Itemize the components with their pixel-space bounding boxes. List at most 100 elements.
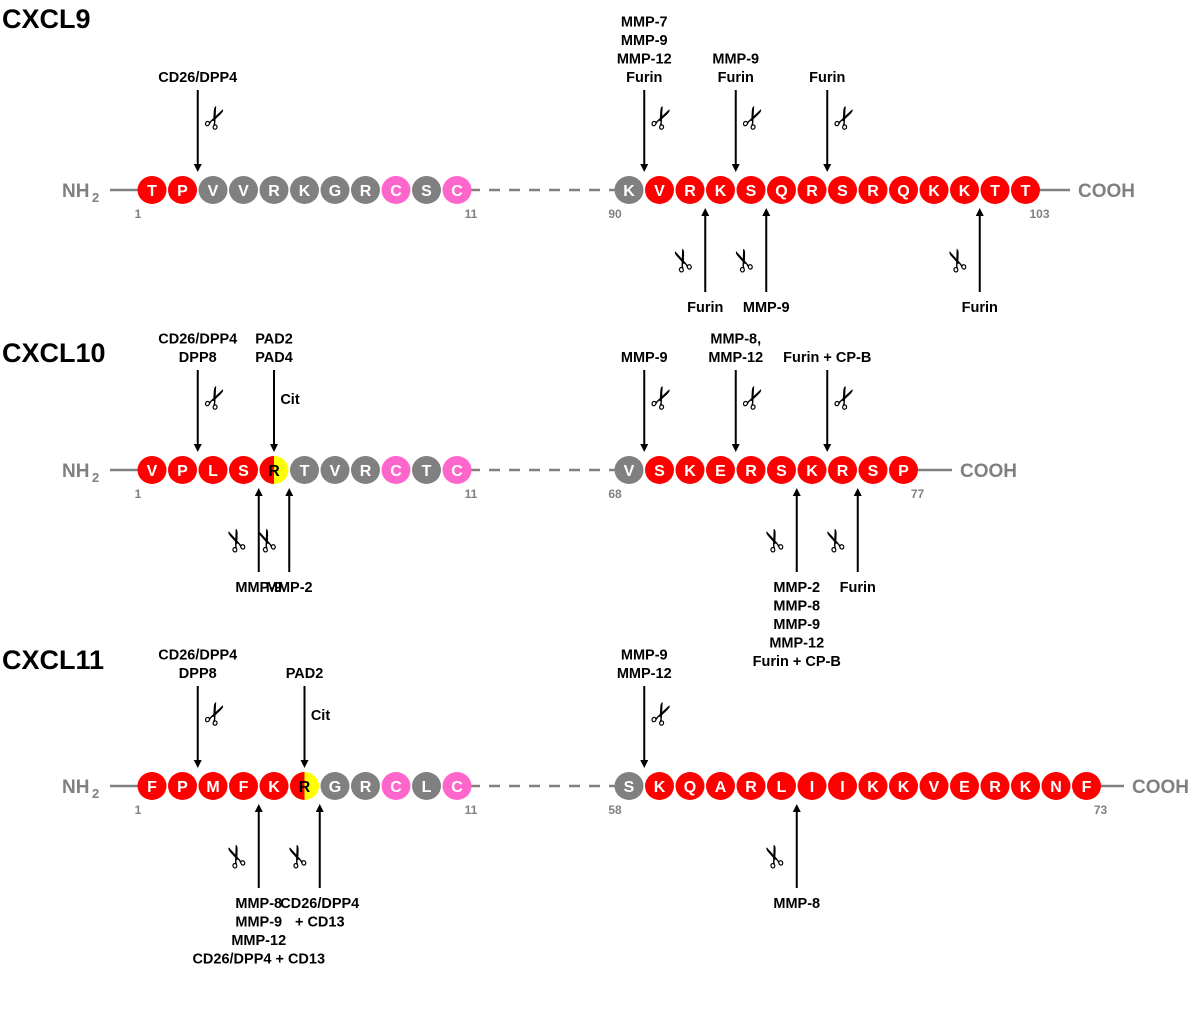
residue: P — [168, 176, 197, 204]
residue-number-end: 11 — [465, 207, 478, 221]
enzyme-label: CD26/DPP4 — [158, 332, 237, 348]
residue-letter: K — [623, 183, 635, 200]
residue: R — [351, 176, 380, 204]
residue: F — [229, 772, 258, 800]
residue-letter: R — [745, 779, 757, 796]
residue-number-end: 77 — [911, 487, 925, 501]
enzyme-label: MMP-12 — [769, 636, 824, 652]
arrow-head — [315, 804, 324, 812]
residue-letter: R — [745, 463, 757, 480]
residue: R — [675, 176, 705, 204]
residue: S — [614, 772, 644, 800]
enzyme-label: MMP-2 — [266, 580, 313, 596]
enzyme-label: MMP-9 — [621, 33, 668, 49]
enzyme-label: DPP8 — [179, 666, 217, 682]
residue: L — [412, 772, 441, 800]
residue-letter: G — [329, 183, 341, 200]
n-terminus-label: NH — [62, 777, 89, 798]
residue-letter: R — [360, 183, 372, 200]
cleavage-site: MMP-8,MMP-12✂ — [708, 332, 775, 452]
arrow-head — [701, 208, 710, 216]
residue: V — [320, 456, 350, 484]
arrow-head — [792, 804, 801, 812]
residue: S — [767, 456, 796, 484]
residue-number-start: 1 — [135, 487, 142, 501]
residue: C — [442, 772, 472, 800]
residue: R — [351, 772, 380, 800]
residue: T — [980, 176, 1010, 204]
enzyme-label: Furin — [626, 70, 662, 86]
residue-letter: C — [390, 183, 402, 200]
residue-letter: K — [715, 183, 727, 200]
arrow-head — [762, 208, 771, 216]
residue-letter: V — [238, 183, 249, 200]
scissors-icon: ✂ — [825, 379, 867, 417]
residue: R — [828, 456, 857, 484]
residue: V — [614, 456, 644, 484]
enzyme-label: MMP-7 — [621, 15, 668, 31]
cleavage-site: Furin + CP-B✂ — [783, 350, 871, 452]
residue: R — [858, 176, 888, 204]
residue: T — [137, 176, 167, 204]
residue: C — [381, 456, 411, 484]
enzyme-label: PAD2 — [255, 332, 293, 348]
arrow-head — [823, 164, 832, 172]
enzyme-label: + CD13 — [295, 915, 345, 931]
cleavage-site: CD26/DPP4✂ — [158, 70, 237, 172]
residue: G — [320, 176, 350, 204]
residue-letter: E — [959, 779, 970, 796]
enzyme-label: MMP-12 — [231, 933, 286, 949]
residue: I — [797, 772, 827, 800]
residue-number-start: 1 — [135, 803, 142, 817]
residue: E — [950, 772, 979, 800]
arrow-head — [640, 760, 649, 768]
residue-letter: S — [421, 183, 432, 200]
arrow-head — [823, 444, 832, 452]
residue: N — [1041, 772, 1071, 800]
residue-number-end: 11 — [465, 487, 478, 501]
enzyme-label: MMP-8 — [235, 896, 282, 912]
residue: T — [412, 456, 441, 484]
enzyme-label: PAD2 — [286, 666, 324, 682]
scissors-icon: ✂ — [642, 695, 684, 733]
enzyme-label: MMP-12 — [617, 52, 672, 68]
enzyme-label: DPP8 — [179, 350, 217, 366]
residue: A — [706, 772, 735, 800]
arrow-head — [792, 488, 801, 496]
enzyme-label: CD26/DPP4 — [280, 896, 359, 912]
scissors-icon: ✂ — [277, 838, 318, 874]
residue-letter: V — [654, 183, 665, 200]
residue-number-start: 58 — [608, 803, 622, 817]
enzyme-label: Furin — [809, 70, 845, 86]
scissors-icon: ✂ — [815, 522, 856, 558]
residue-letter: R — [806, 183, 818, 200]
residue-letter: F — [147, 779, 157, 796]
residue-letter: L — [208, 463, 218, 480]
residue: I — [828, 772, 857, 800]
scissors-icon: ✂ — [195, 695, 237, 733]
cleavage-site: Furin✂ — [663, 208, 723, 316]
cleavage-site: CD26/DPP4 + CD13 ✂ — [277, 804, 359, 931]
cleavage-site: Furin✂ — [937, 208, 998, 316]
residue-letter: C — [451, 779, 463, 796]
c-terminus-label: COOH — [1078, 181, 1135, 202]
residue-letter: K — [654, 779, 666, 796]
arrow-head — [193, 444, 202, 452]
residue-letter: P — [177, 463, 188, 480]
arrow-head — [731, 444, 740, 452]
residue: R — [259, 456, 289, 484]
residue-letter: C — [390, 779, 402, 796]
residue: S — [858, 456, 888, 484]
arrow-head — [285, 488, 294, 496]
enzyme-label: Furin — [687, 300, 723, 316]
residue: K — [858, 772, 888, 800]
residue-letter: P — [177, 779, 188, 796]
residue-letter: M — [206, 779, 219, 796]
residue: Q — [675, 772, 705, 800]
